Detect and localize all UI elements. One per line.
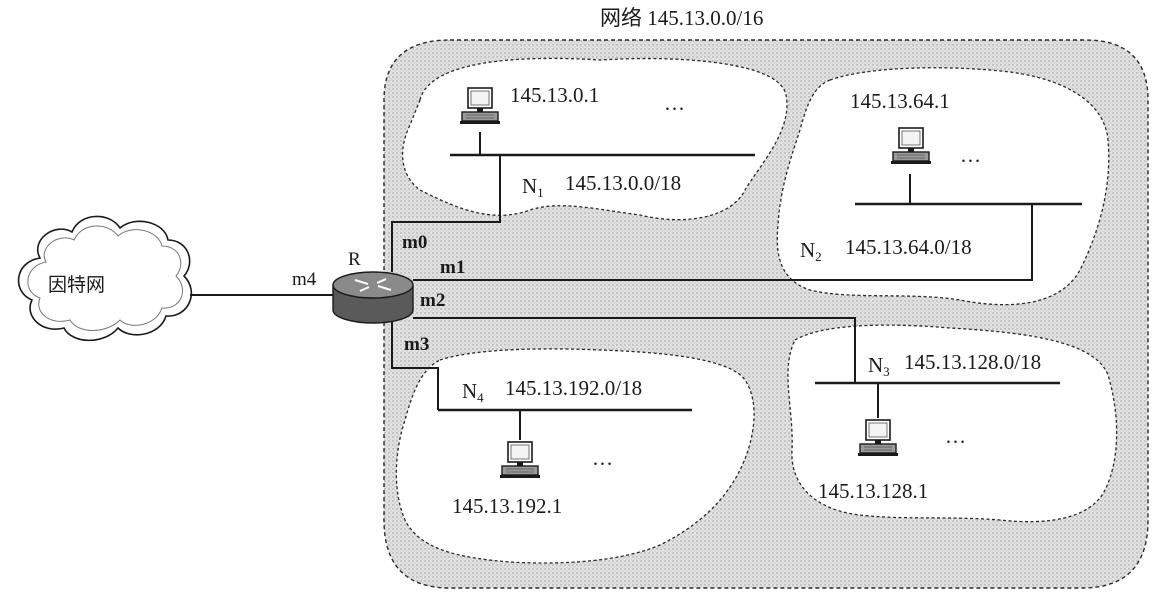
subnet-n1-name: N1 xyxy=(522,174,544,200)
subnet-n4-host: 145.13.192.1 xyxy=(452,494,562,518)
interface-m3-label: m3 xyxy=(404,334,429,355)
link-m1 xyxy=(413,204,1033,281)
subnet-n3-more: … xyxy=(945,424,966,448)
link-m0 xyxy=(391,155,501,272)
subnet-n3-prefix: 145.13.128.0/18 xyxy=(904,350,1041,374)
outer-network-label: 网络 145.13.0.0/16 xyxy=(600,6,763,30)
subnet-n4-region xyxy=(395,348,755,564)
subnet-n3-name: N3 xyxy=(868,353,890,379)
subnet-n2-host: 145.13.64.1 xyxy=(850,89,950,113)
subnet-n1-prefix: 145.13.0.0/18 xyxy=(565,171,681,195)
router-label: R xyxy=(348,249,361,270)
interface-m0-label: m0 xyxy=(402,232,427,253)
subnet-n3-host: 145.13.128.1 xyxy=(818,479,928,503)
subnet-n4-prefix: 145.13.192.0/18 xyxy=(505,376,642,400)
subnet-n3-region xyxy=(787,324,1118,523)
interface-m1-label: m1 xyxy=(440,257,465,278)
subnet-n2-more: … xyxy=(960,143,981,167)
interface-m2-label: m2 xyxy=(420,290,445,311)
subnet-n4-name: N4 xyxy=(462,379,484,405)
router-icon xyxy=(332,271,414,324)
subnet-n1-region xyxy=(401,57,788,221)
subnet-n2-region xyxy=(776,67,1110,306)
interface-m4-label: m4 xyxy=(292,269,317,290)
subnet-n1-host: 145.13.0.1 xyxy=(510,83,599,107)
cloud-icon xyxy=(17,215,193,342)
internet-label: 因特网 xyxy=(48,274,105,296)
link-m3 xyxy=(391,322,439,410)
link-m2 xyxy=(413,317,856,383)
subnet-n2-name: N2 xyxy=(800,238,822,264)
subnet-n4-more: … xyxy=(592,446,613,470)
subnet-n2-prefix: 145.13.64.0/18 xyxy=(845,235,972,259)
subnet-n1-more: … xyxy=(664,91,685,115)
